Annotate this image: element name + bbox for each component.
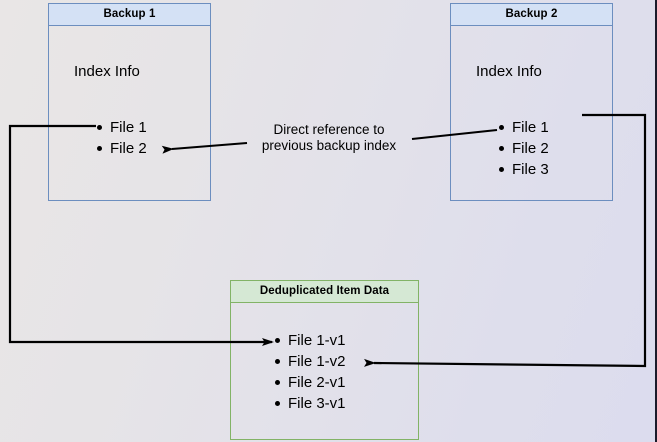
deduplicated-item-data-header: Deduplicated Item Data (231, 281, 418, 303)
list-item: File 1-v1 (273, 330, 346, 351)
backup-1-header: Backup 1 (49, 4, 210, 26)
direct-reference-label-line-1: Direct reference to (273, 122, 385, 137)
list-item: File 3-v1 (273, 393, 346, 414)
backup-1-index-info-caption: Index Info (74, 63, 140, 80)
list-item: File 1 (95, 117, 147, 138)
list-item: File 2 (497, 138, 549, 159)
list-item: File 2-v1 (273, 372, 346, 393)
list-item: File 1-v2 (273, 351, 346, 372)
deduplicated-item-data-body: File 1-v1 File 1-v2 File 2-v1 File 3-v1 (231, 303, 418, 439)
deduplicated-item-list: File 1-v1 File 1-v2 File 2-v1 File 3-v1 (273, 330, 346, 414)
backup-1-body: Index Info File 1 File 2 (49, 26, 210, 200)
direct-reference-label-line-2: previous backup index (261, 138, 397, 153)
backup-1-file-list: File 1 File 2 (95, 117, 147, 159)
list-item: File 3 (497, 159, 549, 180)
deduplicated-item-data-box[interactable]: Deduplicated Item Data File 1-v1 File 1-… (230, 280, 419, 440)
backup-2-file-list: File 1 File 2 File 3 (497, 117, 549, 180)
direct-reference-label: Direct reference to previous backup inde… (249, 122, 409, 154)
backup-2-header: Backup 2 (451, 4, 612, 26)
backup-2-body: Index Info File 1 File 2 File 3 (451, 26, 612, 200)
backup-2-box[interactable]: Backup 2 Index Info File 1 File 2 File 3 (450, 3, 613, 201)
list-item: File 2 (95, 138, 147, 159)
list-item: File 1 (497, 117, 549, 138)
backup-1-box[interactable]: Backup 1 Index Info File 1 File 2 (48, 3, 211, 201)
backup-2-index-info-caption: Index Info (476, 63, 542, 80)
